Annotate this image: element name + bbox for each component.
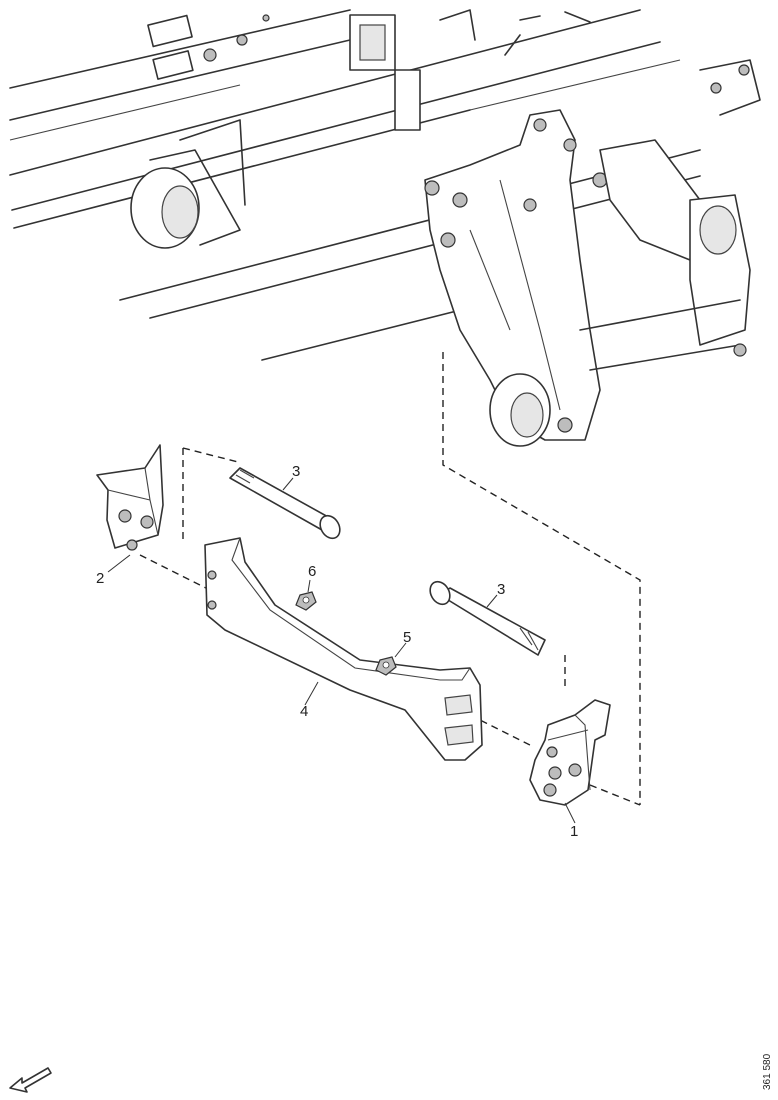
reference-code: 361 580: [762, 1053, 773, 1090]
callout-5: 5: [403, 629, 411, 646]
part-2-left-bracket: [96, 444, 164, 551]
callout-3-lower: 3: [497, 581, 505, 598]
part-6-nut: [295, 591, 317, 611]
upper-mount-blocks: [147, 9, 591, 131]
callout-2: 2: [96, 570, 104, 587]
callout-3-upper: 3: [292, 463, 300, 480]
assembly-guide-lines: [139, 352, 641, 806]
callout-4: 4: [300, 703, 308, 720]
part-4-support-bar: [204, 537, 483, 761]
right-suspension-bracket: [424, 109, 608, 447]
leader-lines: [107, 477, 576, 824]
chassis-frame-assembly: [9, 9, 761, 447]
right-crossmember: [579, 59, 761, 371]
callout-1: 1: [570, 823, 578, 840]
callout-6: 6: [308, 563, 316, 580]
callout-labels: 1 2 3 3 4 5 6: [96, 463, 578, 840]
part-5-nut: [375, 656, 397, 676]
part-3-bolt-upper: [229, 467, 341, 540]
part-3-bolt-lower: [429, 580, 546, 656]
part-1-right-bracket: [529, 699, 611, 806]
left-roller: [130, 119, 246, 249]
front-direction-arrow-icon: [9, 1067, 52, 1093]
